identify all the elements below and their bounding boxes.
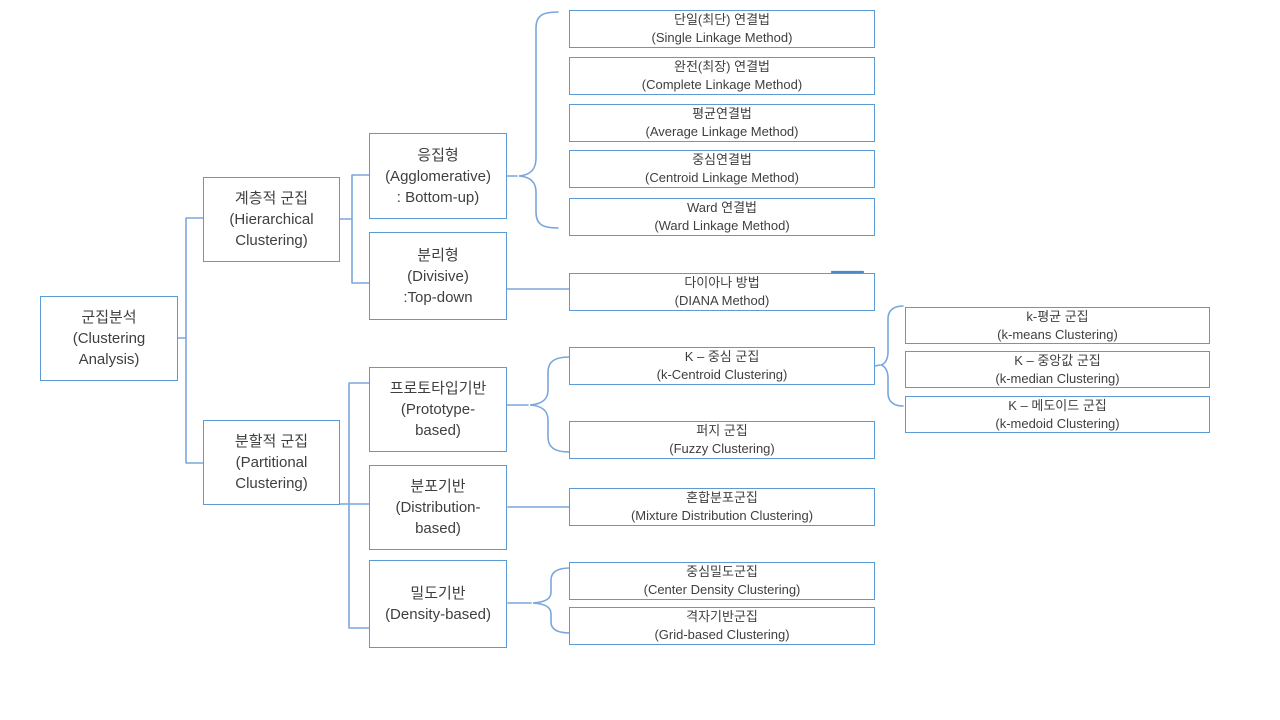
node-label: k-평균 군집 (1026, 308, 1089, 324)
node-label: (k-medoid Clustering) (995, 415, 1120, 431)
node-label: (k-Centroid Clustering) (656, 367, 788, 382)
node-label: :Top-down (403, 288, 473, 306)
brace-prototype-children (506, 356, 571, 453)
node-center-density-clustering: 중심밀도군집 (Center Density Clustering) (569, 562, 875, 600)
brace-density-children (507, 567, 571, 634)
node-ward-linkage: Ward 연결법 (Ward Linkage Method) (569, 198, 875, 236)
node-label: Ward 연결법 (686, 200, 758, 215)
node-label: Clustering) (235, 232, 308, 249)
node-label: (Single Linkage Method) (651, 30, 793, 45)
node-label: (DIANA Method) (674, 293, 770, 308)
node-label: based) (415, 422, 461, 439)
node-divisive: 분리형 (Divisive) :Top-down (369, 232, 507, 320)
node-density-based: 밀도기반 (Density-based) (369, 560, 507, 648)
node-label: Analysis) (78, 351, 140, 368)
brace-kcentroid-children (874, 305, 904, 407)
node-label: 퍼지 군집 (696, 423, 748, 438)
node-label: 다이아나 방법 (684, 275, 760, 290)
node-label: 단일(최단) 연결법 (674, 12, 770, 27)
node-label: 응집형 (417, 146, 459, 164)
node-label: 중심밀도군집 (686, 564, 758, 579)
connector-hierarchical-to-children (339, 174, 370, 284)
node-centroid-linkage: 중심연결법 (Centroid Linkage Method) (569, 150, 875, 188)
node-label: (k-means Clustering) (997, 326, 1118, 342)
node-label: Clustering) (235, 475, 308, 492)
node-label: (Distribution- (395, 499, 481, 516)
node-diana-method: 다이아나 방법 (DIANA Method) (569, 273, 875, 311)
brace-agglomerative-children (506, 11, 559, 229)
connector-partitional-to-children (337, 382, 371, 629)
node-prototype-based: 프로토타입기반 (Prototype- based) (369, 367, 507, 452)
connector-root-to-children (177, 217, 204, 464)
node-label: 분리형 (417, 246, 459, 264)
node-k-median-clustering: K – 중앙값 군집 (k-median Clustering) (905, 351, 1210, 388)
node-k-centroid-clustering: K – 중심 군집 (k-Centroid Clustering) (569, 347, 875, 385)
node-label: 분포기반 (410, 478, 466, 495)
node-label: (Grid-based Clustering) (654, 627, 790, 642)
node-label: (k-median Clustering) (995, 370, 1120, 386)
node-grid-based-clustering: 격자기반군집 (Grid-based Clustering) (569, 607, 875, 645)
node-clustering-analysis: 군집분석 (Clustering Analysis) (40, 296, 178, 381)
node-label: 중심연결법 (692, 152, 752, 167)
node-label: (Complete Linkage Method) (641, 77, 803, 92)
node-label: based) (415, 520, 461, 537)
node-label: (Prototype- (400, 401, 476, 418)
node-label: (Hierarchical (229, 211, 314, 228)
node-label: K – 중심 군집 (684, 349, 760, 364)
node-label: (Centroid Linkage Method) (645, 170, 799, 185)
node-average-linkage: 평균연결법 (Average Linkage Method) (569, 104, 875, 142)
node-label: 계층적 군집 (234, 190, 309, 207)
node-label: : Bottom-up) (396, 188, 480, 206)
node-label: 혼합분포군집 (686, 490, 758, 505)
node-agglomerative: 응집형 (Agglomerative) : Bottom-up) (369, 133, 507, 219)
node-label: 프로토타입기반 (389, 380, 487, 397)
node-label: (Ward Linkage Method) (654, 218, 790, 233)
node-hierarchical-clustering: 계층적 군집 (Hierarchical Clustering) (203, 177, 340, 262)
node-label: (Mixture Distribution Clustering) (630, 508, 814, 523)
node-label: (Divisive) (407, 267, 469, 285)
node-partitional-clustering: 분할적 군집 (Partitional Clustering) (203, 420, 340, 505)
node-single-linkage: 단일(최단) 연결법 (Single Linkage Method) (569, 10, 875, 48)
node-k-means-clustering: k-평균 군집 (k-means Clustering) (905, 307, 1210, 344)
node-k-medoid-clustering: K – 메도이드 군집 (k-medoid Clustering) (905, 396, 1210, 433)
node-label: (Center Density Clustering) (643, 582, 801, 597)
node-mixture-distribution-clustering: 혼합분포군집 (Mixture Distribution Clustering) (569, 488, 875, 526)
node-label: 평균연결법 (692, 106, 752, 121)
node-distribution-based: 분포기반 (Distribution- based) (369, 465, 507, 550)
node-label: 격자기반군집 (686, 609, 758, 624)
node-complete-linkage: 완전(최장) 연결법 (Complete Linkage Method) (569, 57, 875, 95)
node-fuzzy-clustering: 퍼지 군집 (Fuzzy Clustering) (569, 421, 875, 459)
node-label: (Fuzzy Clustering) (669, 441, 775, 456)
node-label: (Clustering (72, 330, 146, 347)
node-label: 밀도기반 (410, 585, 466, 602)
node-label: 완전(최장) 연결법 (674, 59, 770, 74)
node-label: 군집분석 (81, 309, 137, 326)
node-label: K – 메도이드 군집 (1008, 397, 1107, 413)
node-label: (Average Linkage Method) (645, 124, 799, 139)
node-label: (Density-based) (385, 606, 491, 623)
node-label: (Agglomerative) (385, 167, 491, 185)
node-label: K – 중앙값 군집 (1014, 352, 1101, 368)
node-label: (Partitional (235, 454, 308, 471)
node-label: 분할적 군집 (234, 433, 309, 450)
